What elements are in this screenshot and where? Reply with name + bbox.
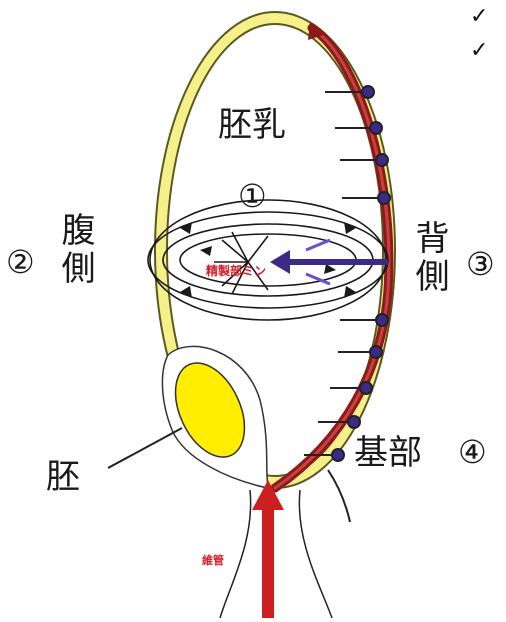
center-red-text: 精製部ミン — [206, 262, 266, 279]
label-base: 基部 — [354, 436, 422, 470]
label-number-3: ③ — [466, 248, 495, 280]
label-number-1: ① — [238, 180, 267, 212]
stalk-right-line — [299, 490, 332, 618]
check-mark-2: ✓ — [470, 38, 488, 63]
label-number-4: ④ — [458, 436, 487, 468]
label-number-2: ② — [6, 246, 35, 278]
label-ventral: 腹側 — [58, 212, 92, 288]
base-leader-line — [328, 470, 350, 522]
label-dorsal: 背側 — [412, 220, 446, 296]
stalk-left-line — [220, 490, 251, 618]
label-embryo: 胚 — [46, 460, 80, 494]
label-endosperm: 胚乳 — [218, 108, 286, 142]
embryo-leader-line — [108, 428, 182, 468]
check-mark-1: ✓ — [470, 4, 488, 29]
bottom-red-text: 維管 — [202, 552, 224, 568]
